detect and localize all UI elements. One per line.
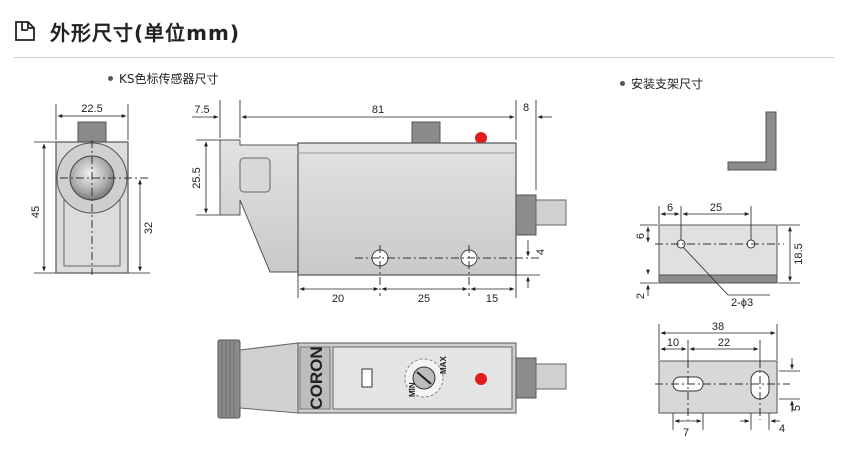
section-header: 外形尺寸(单位mm) [0,0,850,58]
bullet-dot-icon [620,81,625,86]
dim-bracket-hole-offset: 6 [667,202,673,214]
top-view: CORON MAX MIN [217,339,567,419]
side-connector [411,121,441,145]
mode-switch[interactable] [361,368,373,388]
indicator-led [475,132,487,144]
sensor-caption-text: KS色标传感器尺寸 [119,72,219,86]
top-cable [535,363,567,390]
dim-slot-height: 5 [791,405,803,411]
knob-max-label: MAX [439,356,448,374]
dim-hole-x1: 20 [332,293,344,305]
dim-slot-offset: 10 [667,337,679,349]
bracket-top-view: 38 10 22 5 7 4 [655,321,803,439]
dim-bracket-hole-spacing: 25 [710,202,722,214]
header-divider [14,57,834,58]
bracket-caption-text: 安装支架尺寸 [631,77,704,91]
knob-min-label: MIN [408,382,417,397]
dim-slot-width: 7 [683,427,689,439]
bracket-flange [658,274,778,284]
bracket-caption: 安装支架尺寸 [620,75,703,92]
dim-bottom-gap: 4 [535,249,547,255]
dim-left-offset: 7.5 [194,104,209,116]
dim-front-width: 22.5 [81,103,102,115]
side-body [297,142,517,276]
brand-label: CORON [307,346,326,409]
dim-center-height: 32 [143,222,155,234]
document-corner-icon [15,21,35,41]
bracket-3d-view [727,111,777,171]
dim-right-offset: 8 [523,102,529,114]
dim-lens-height: 25.5 [191,167,203,188]
sensor-caption: KS色标传感器尺寸 [108,70,219,87]
side-cable-gland [515,194,537,236]
dim-slot-spacing: 22 [718,337,730,349]
hole-callout: 2-ϕ3 [731,297,753,309]
dim-bracket-plate-height: 18.5 [793,243,805,264]
dim-bracket-length: 38 [712,321,724,333]
top-indicator-led [475,373,487,385]
dim-length: 81 [372,104,384,116]
dim-bracket-thickness: 2 [635,293,647,299]
dim-front-height: 45 [30,206,42,218]
side-lens [239,157,271,193]
bracket-side-view: 6 25 6 18.5 2 2-ϕ3 [635,202,805,309]
section-title: 外形尺寸(单位mm) [50,21,240,45]
side-view: 7.5 81 8 25.5 4 20 25 15 [191,100,567,305]
dim-hole-spacing: 25 [418,293,430,305]
dim-hole-x2: 15 [486,293,498,305]
front-view: 22.5 45 32 [30,103,155,275]
side-cable [535,199,567,226]
bracket-plate [658,224,778,276]
dim-slot-thickness: 4 [779,423,785,435]
bullet-dot-icon [108,76,113,81]
dim-bracket-hole-vertical: 6 [635,233,647,239]
top-lens-cap [217,339,241,419]
